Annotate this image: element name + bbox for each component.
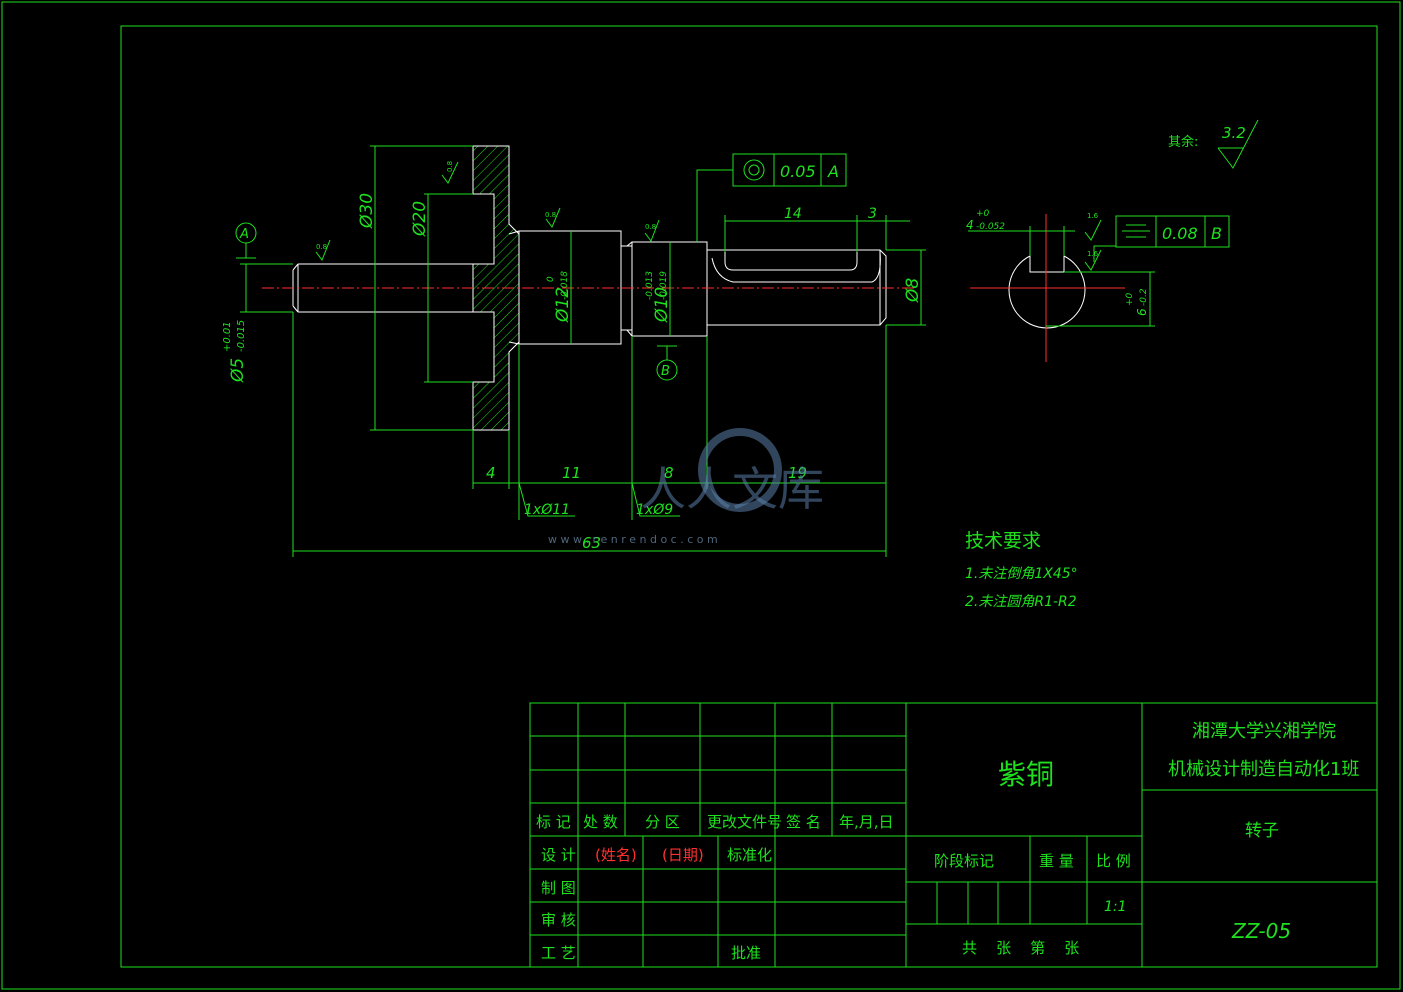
dim-key-d-up: +0	[1125, 292, 1135, 306]
dim-chamfer1: 1xØ11	[524, 502, 570, 518]
dimension-lines	[235, 145, 926, 557]
roughness-mark: 0.8	[446, 161, 454, 172]
dim-key-w: 4	[966, 218, 974, 232]
shaft-part	[262, 145, 915, 431]
tb-row-label: 审 核	[541, 911, 576, 929]
dim-len4: 4	[486, 464, 496, 482]
title-block	[529, 702, 1378, 968]
dim-key-d: 6	[1135, 308, 1149, 316]
tb-row-label: 工 艺	[541, 944, 576, 962]
dim-len8: 8	[664, 464, 674, 482]
chamfer-d10	[626, 241, 633, 337]
tech-title: 技术要求	[965, 530, 1041, 552]
tb-material: 紫铜	[998, 758, 1054, 791]
tech-line1: 1.未注倒角1X45°	[965, 566, 1078, 582]
dim-len3: 3	[868, 206, 877, 222]
tb-school-line1: 湘潭大学兴湘学院	[1192, 721, 1336, 742]
dim-d5: Ø5	[228, 358, 248, 383]
tb-header: 分 区	[645, 813, 680, 831]
watermark	[698, 428, 782, 512]
dim-d10-tol-up: -0.013	[645, 271, 655, 300]
tb-header: 标 记	[536, 813, 571, 831]
dim-d10-tol-low: -0.019	[659, 271, 669, 300]
dim-d20: Ø20	[410, 201, 430, 237]
roughness-value: 3.2	[1222, 124, 1246, 142]
tb-designer-name: (姓名)	[595, 846, 637, 864]
roughness-mark: 0.8	[645, 223, 656, 231]
tol-frame1-value: 0.05	[780, 162, 816, 181]
roughness-mark: 0.8	[316, 243, 327, 251]
dim-key-w-up: +0	[976, 209, 990, 219]
roughness-mark: 1.6	[1087, 250, 1099, 258]
watermark-url: w w w . r e n r e n d o c . c o m	[548, 533, 718, 546]
tol-frame2-value: 0.08	[1162, 224, 1198, 243]
dim-d10: Ø10	[652, 287, 672, 323]
tb-designer-date: (日期)	[662, 846, 704, 864]
groove-1	[508, 230, 520, 345]
dim-d5-tol-low: -0.015	[236, 320, 247, 352]
tb-weight-label: 重 量	[1039, 852, 1074, 870]
tb-part-name: 转子	[1245, 821, 1279, 841]
tb-school-line2: 机械设计制造自动化1班	[1168, 759, 1359, 780]
dim-chamfer2: 1xØ9	[636, 502, 673, 518]
section-outline	[1008, 255, 1086, 329]
roughness-label: 其余:	[1168, 134, 1198, 150]
tb-sheets: 共 张 第 张	[962, 939, 1079, 957]
tol-frame2-datum: B	[1211, 224, 1222, 243]
tb-header: 年,月,日	[839, 813, 894, 831]
dim-len14: 14	[784, 206, 802, 222]
dim-key-d-low: -0.2	[1139, 288, 1149, 306]
datum-b: B	[661, 364, 670, 379]
tb-scale: 1:1	[1104, 899, 1127, 915]
keyway	[724, 252, 858, 271]
tb-approve: 批准	[731, 944, 761, 962]
tb-stage-label: 阶段标记	[934, 852, 994, 870]
dim-d12: Ø12	[553, 287, 573, 323]
dim-d8: Ø8	[903, 278, 923, 303]
tb-standard: 标准化	[727, 846, 772, 864]
dim-key-w-low: -0.052	[976, 222, 1005, 232]
dim-d12-tol-low: -0.018	[560, 271, 570, 300]
dim-len63: 63	[582, 534, 601, 552]
dim-d30: Ø30	[357, 193, 377, 229]
tb-header: 处 数	[583, 813, 618, 831]
roughness-mark: 1.6	[1087, 212, 1099, 220]
roughness-mark: 0.8	[545, 211, 556, 219]
section-view	[968, 214, 1230, 362]
tb-drawing-no: ZZ-05	[1231, 919, 1291, 943]
dim-d12-tol-up: 0	[546, 276, 556, 282]
tb-header: 签 名	[786, 813, 821, 831]
tol-frame1-datum: A	[827, 162, 839, 181]
keyway-fillet	[711, 251, 881, 283]
left-shaft	[292, 263, 473, 313]
tech-line2: 2.未注圆角R1-R2	[965, 594, 1077, 610]
tb-row-label: 设 计	[541, 846, 576, 864]
datum-a: A	[239, 227, 249, 242]
tb-header: 更改文件号	[707, 813, 782, 831]
groove-2	[621, 245, 632, 331]
watermark-text: 人人文库	[640, 462, 824, 516]
dim-len11: 11	[562, 464, 581, 482]
dim-len19: 19	[788, 464, 807, 482]
roughness-symbols	[315, 119, 1259, 271]
dim-d5-tol-up: +0.01	[222, 321, 233, 352]
tb-row-label: 制 图	[541, 879, 576, 897]
tb-scale-label: 比 例	[1096, 852, 1131, 870]
